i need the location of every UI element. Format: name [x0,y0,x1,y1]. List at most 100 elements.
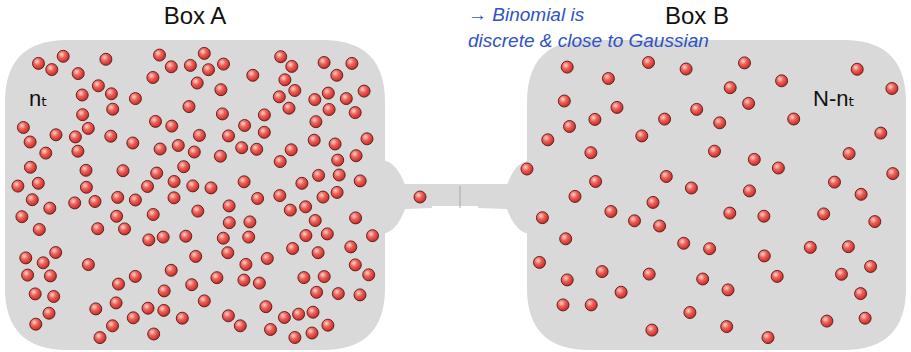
gas-particle [92,80,104,92]
gas-particle [349,107,361,119]
gas-particle [142,302,154,314]
gas-particle [704,243,716,255]
gas-particle [69,197,81,209]
gas-particle [333,169,345,181]
gas-particle [32,177,44,189]
gas-particle [350,212,362,224]
gas-particle [323,104,335,116]
gas-particle [191,77,203,89]
gas-particle [859,312,871,324]
gas-particle [829,176,841,188]
gas-particle [309,215,321,227]
gas-particle [307,306,319,318]
gas-particle [615,286,627,298]
box-heading: Box A [164,2,227,30]
gas-particle [358,85,370,97]
chamber-box: Box Anₜ [5,0,385,350]
gas-particle [223,130,235,142]
gas-particle [274,156,286,168]
gas-particle [258,126,270,138]
gas-particle [168,176,180,188]
gas-particle [739,57,751,69]
gas-particle [602,73,614,85]
gas-particle [20,252,32,264]
gas-particle [646,324,658,336]
gas-particle [188,146,200,158]
gas-particle [223,217,235,229]
gas-particle [111,210,123,222]
gas-particle [350,150,362,162]
gas-particle [678,237,690,249]
gas-particle [772,162,784,174]
gas-particle [187,180,199,192]
count-label: N-nₜ [813,86,855,111]
gas-particle [762,332,774,344]
gas-particle [50,247,62,259]
gas-particle [30,318,42,330]
gas-particle [147,72,159,84]
gas-particle [129,270,141,282]
gas-particle [636,130,648,142]
gas-particle [190,250,202,262]
gas-particle [92,223,104,235]
gas-particle [561,61,573,73]
gas-particle [37,257,49,269]
gas-particle [147,209,159,221]
gas-particle [354,175,366,187]
gas-particle [158,285,170,297]
gas-particle [345,241,357,253]
gas-particle [843,148,855,160]
gas-particle [82,259,94,271]
gas-particle [721,321,733,333]
gas-particle [158,304,170,316]
gas-particle [886,83,898,95]
gas-particle [285,144,297,156]
gas-particle [46,64,58,76]
gas-particle [273,91,285,103]
gas-particle [851,63,863,75]
gas-particle [361,133,373,145]
gas-particle [203,64,215,76]
gas-particle [77,109,89,121]
gas-particle [590,176,602,188]
gas-particle [329,138,341,150]
gas-particle [198,47,210,59]
gas-particle [76,89,88,101]
gas-particle [836,268,848,280]
gas-particle [278,312,290,324]
gas-particle [758,250,770,262]
gas-particle [311,286,323,298]
gas-particle [680,63,692,75]
gas-particle [346,57,358,69]
chamber-fill [5,40,385,350]
gas-particle [214,150,226,162]
gas-particle [89,196,101,208]
gas-particle [236,142,248,154]
gas-particle [148,328,160,340]
gas-particle [887,168,899,180]
gas-particle [340,93,352,105]
gas-particle [127,137,139,149]
gas-particle [322,87,334,99]
gas-particle [521,163,533,175]
gas-particle [234,320,246,332]
gas-particle [218,58,230,70]
gas-particle [198,295,210,307]
gas-particle [157,231,169,243]
gas-particle [298,272,310,284]
gas-particle [332,288,344,300]
gas-particle [90,303,102,315]
gas-particle [684,307,696,319]
gas-particle [258,109,270,121]
gas-particle [691,103,703,115]
gas-particle [331,186,343,198]
gas-particle [275,51,287,63]
gas-particle [176,312,188,324]
gas-particle [251,143,263,155]
gas-particle [107,320,119,332]
gas-particle [193,129,205,141]
gas-particle [29,288,41,300]
gas-particle [178,161,190,173]
